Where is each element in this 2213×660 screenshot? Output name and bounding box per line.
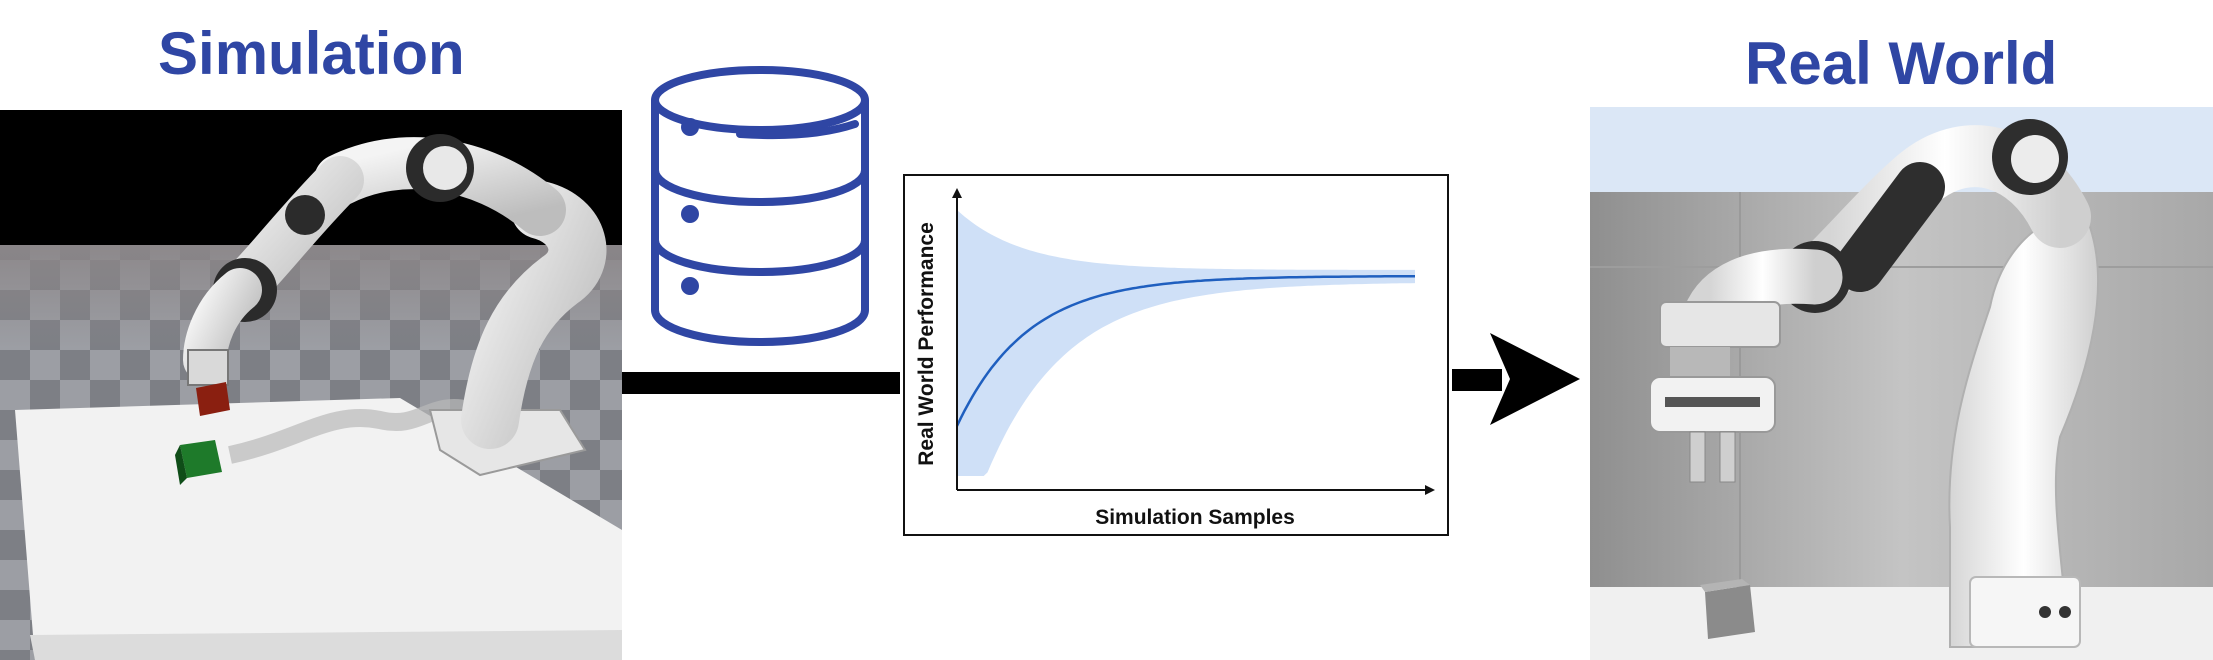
y-axis: [952, 188, 962, 490]
x-axis: [957, 485, 1435, 495]
y-axis-label: Real World Performance: [915, 222, 938, 466]
table-surface: [1590, 587, 2213, 660]
database-icon: [645, 62, 875, 352]
arrow-right-icon: [1452, 333, 1582, 425]
real-world-title: Real World: [1745, 30, 2058, 97]
metal-cube: [1705, 585, 1755, 639]
performance-curve: [955, 274, 1415, 427]
robot-arm: [461, 181, 607, 449]
green-cube: [180, 440, 222, 478]
simulation-scene: [0, 110, 622, 660]
robot-arm-real: [1948, 215, 2100, 648]
performance-chart: Simulation Samples Real World Performanc…: [903, 174, 1449, 536]
confidence-band: [957, 210, 1415, 476]
red-cube: [196, 382, 230, 416]
real-world-scene: [1590, 107, 2213, 660]
simulation-title: Simulation: [158, 20, 465, 87]
x-axis-label: Simulation Samples: [1095, 506, 1295, 529]
connector-line: [622, 372, 900, 394]
